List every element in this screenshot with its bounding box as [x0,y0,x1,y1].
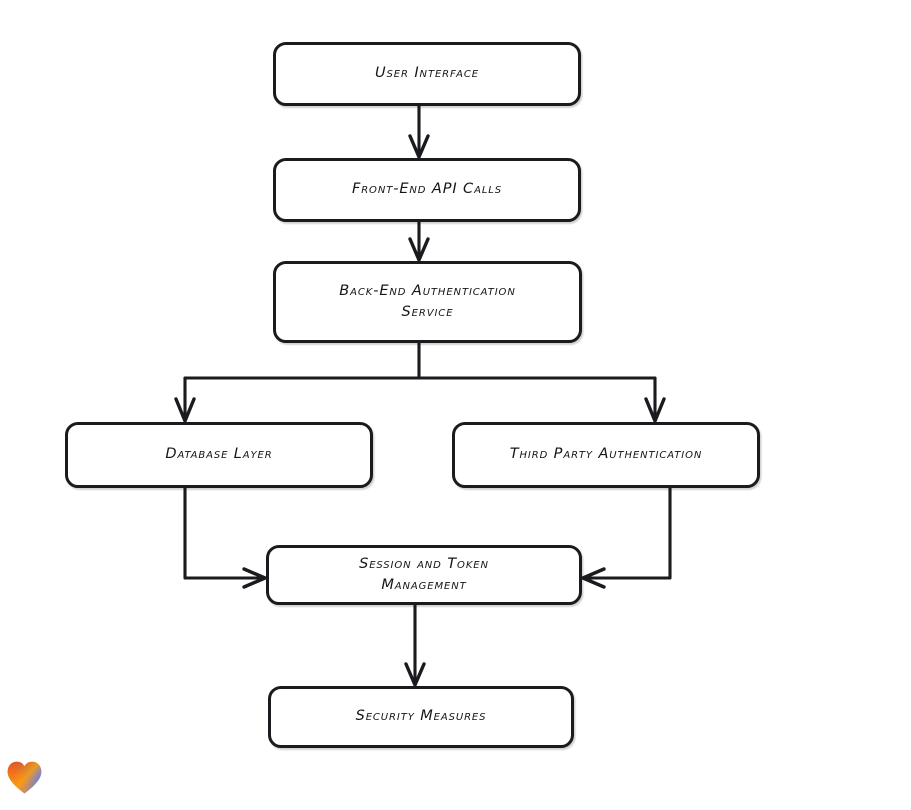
node-label-user-interface: User Interface [375,65,479,82]
node-back-end-auth-service[interactable]: Back-End Authentication Service [273,261,582,343]
node-label-third-party-auth: Third Party Authentication [509,446,703,463]
node-security-measures[interactable]: Security Measures [268,686,574,748]
node-database-layer[interactable]: Database Layer [65,422,373,488]
node-session-token-management[interactable]: Session and Token Management [266,545,582,605]
edge-backend-to-database-layer [174,376,196,423]
heart-logo [7,761,42,794]
node-label-back-end-auth-service: Back-End Authentication Service [339,282,516,320]
node-label-security-measures: Security Measures [355,708,487,725]
edge-backend-split-bar [183,341,657,380]
edge-ui-to-api [408,104,430,159]
edge-backend-to-third-party-auth [644,376,666,423]
edge-third-party-auth-to-session [581,486,672,589]
edge-session-to-security-measures [404,603,426,687]
node-front-end-api-calls[interactable]: Front-End API Calls [273,158,581,222]
edge-api-to-backend [408,220,430,262]
node-label-session-token-management: Session and Token Management [359,555,489,593]
node-label-front-end-api-calls: Front-End API Calls [351,181,503,198]
edge-database-layer-to-session [183,486,267,589]
node-label-database-layer: Database Layer [165,446,273,463]
node-user-interface[interactable]: User Interface [273,42,581,106]
node-third-party-auth[interactable]: Third Party Authentication [452,422,760,488]
